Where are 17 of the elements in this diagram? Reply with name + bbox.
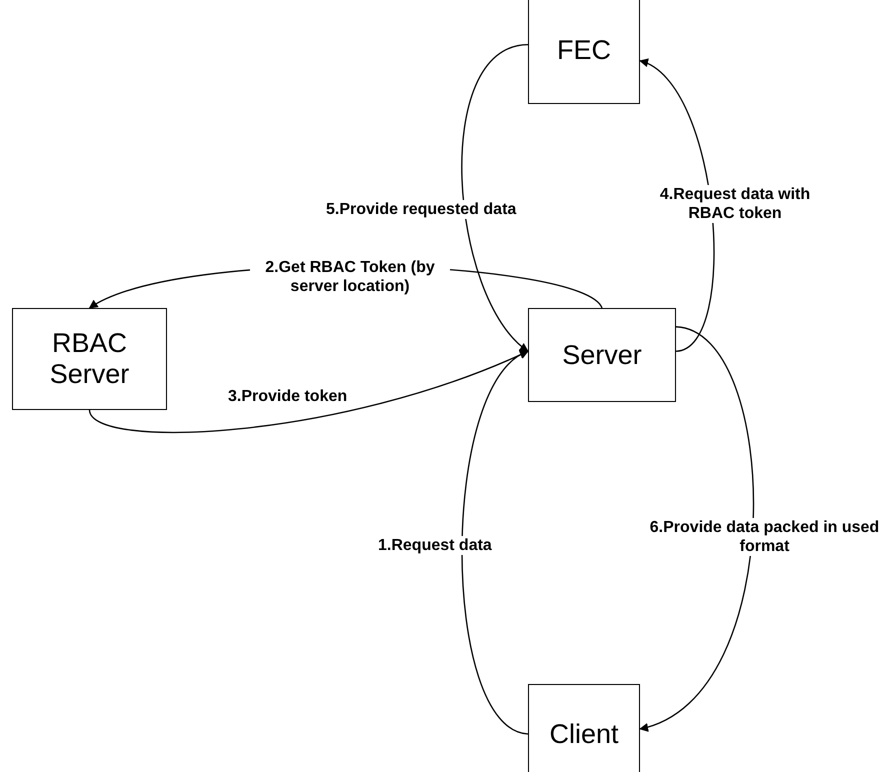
arrow (461, 44, 529, 352)
edge-label: 6.Provide data packed in used format (647, 518, 881, 556)
process-box (528, 308, 676, 402)
node-label: Client (549, 718, 619, 750)
process-box (528, 684, 640, 772)
arrow (88, 350, 529, 433)
arrow (461, 350, 529, 735)
node-label: RBAC Server (48, 328, 130, 390)
process-box (12, 308, 167, 410)
arrow (639, 60, 715, 352)
node-label: FEC (557, 34, 611, 66)
edge-label: 1.Request data (378, 536, 492, 555)
edge-label: 2.Get RBAC Token (by server location) (250, 258, 450, 296)
arrow (639, 326, 754, 730)
node-label: Server (562, 340, 642, 370)
edge-label: 5.Provide requested data (326, 200, 516, 219)
process-box (528, 0, 640, 104)
